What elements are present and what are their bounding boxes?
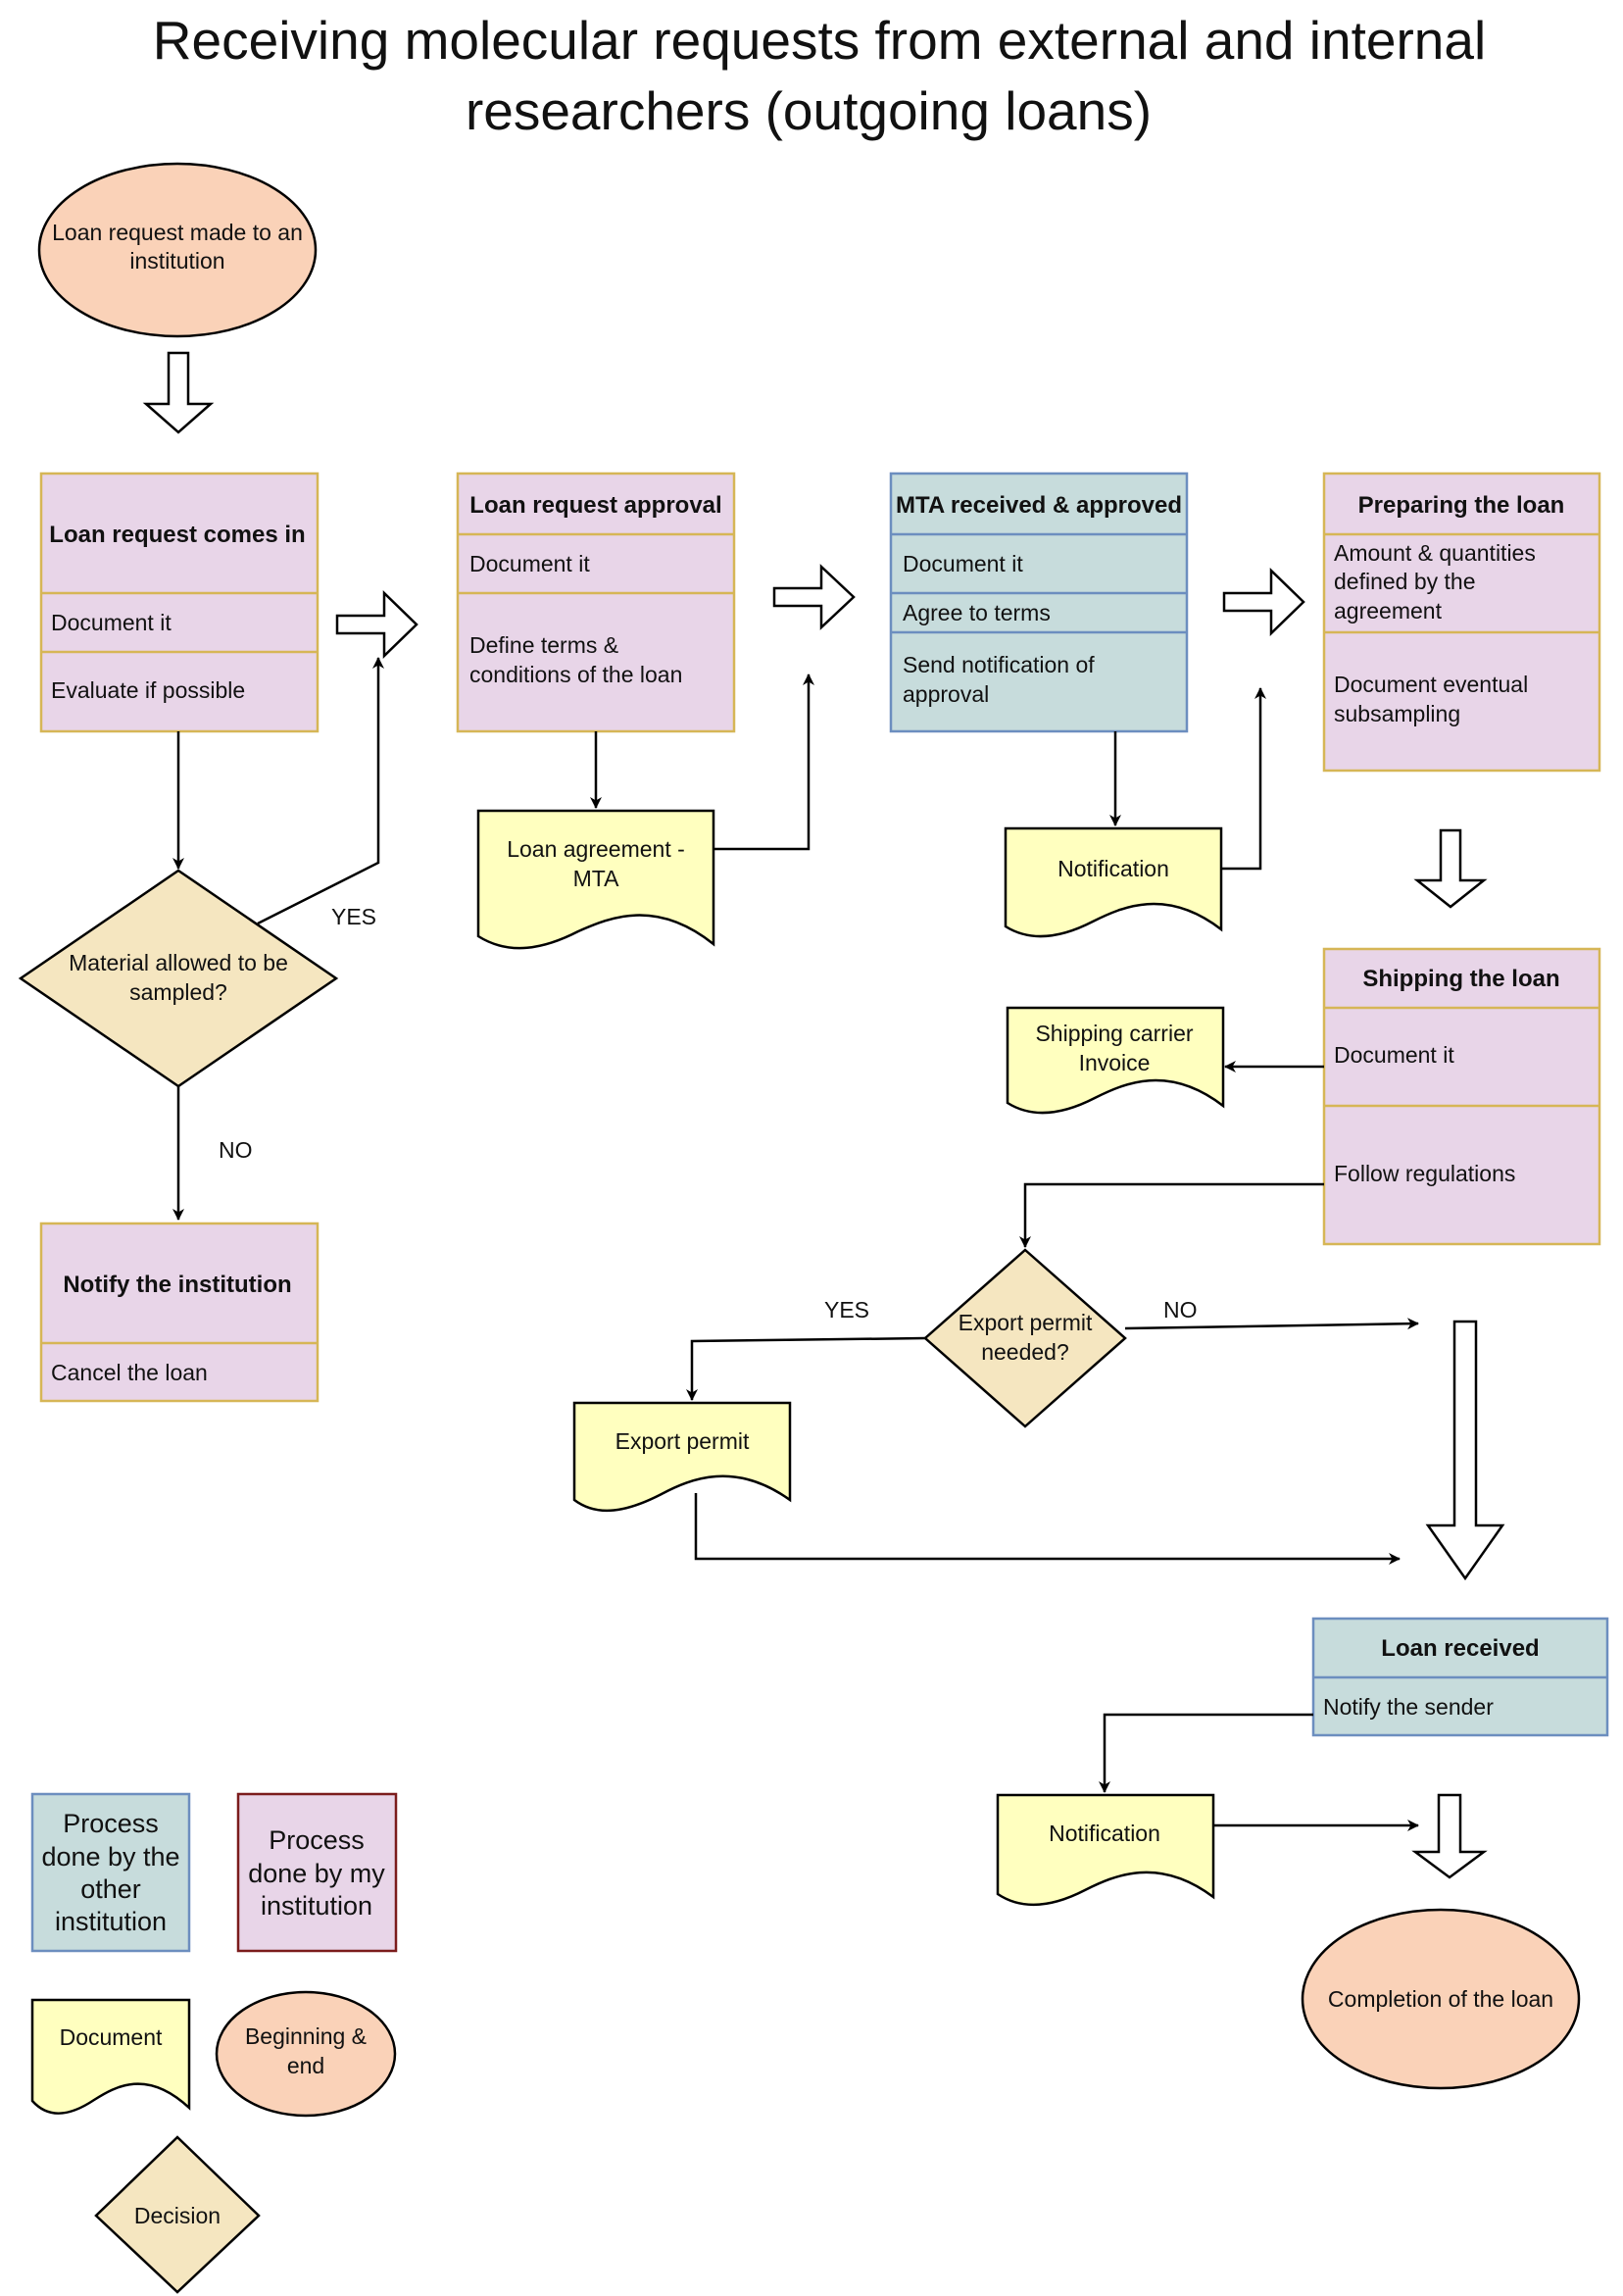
preparing-header: Preparing the loan <box>1358 492 1565 519</box>
legend-decision: Decision <box>94 2135 261 2294</box>
connector-received-to-notification <box>1099 1713 1313 1793</box>
hollow-arrow-right-1 <box>335 590 418 659</box>
decision-material-line2: sampled? <box>129 979 227 1005</box>
loan-request-comes-in: Loan request comes in Document it Evalua… <box>39 472 320 733</box>
legend-mine-line3: institution <box>261 1891 372 1921</box>
document-export-permit: Export permit <box>572 1401 792 1513</box>
legend-my-institution: Process done by my institution <box>236 1792 398 1953</box>
start-text-line2: institution <box>129 248 224 274</box>
decision-material-yes-label: YES <box>331 904 376 929</box>
mta-row1: Document it <box>903 551 1023 576</box>
diagram-title-line2: researchers (outgoing loans) <box>466 80 1152 141</box>
connector-export-no <box>1124 1318 1419 1330</box>
doc-shipping-line2: Invoice <box>1079 1050 1151 1075</box>
decision-material-no-label: NO <box>219 1137 253 1163</box>
legend-decision-text: Decision <box>134 2203 221 2228</box>
preparing-row1-line2: defined by the <box>1334 569 1476 594</box>
document-notification-1: Notification <box>1004 826 1223 938</box>
document-notification-2: Notification <box>996 1793 1215 1906</box>
loan-received: Loan received Notify the sender <box>1311 1617 1609 1737</box>
doc-export-text: Export permit <box>615 1428 750 1454</box>
start-node: Loan request made to an institution <box>37 162 318 338</box>
legend-document-text: Document <box>60 2024 163 2050</box>
loan-request-approval: Loan request approval Document it Define… <box>456 472 736 733</box>
shipping-row1: Document it <box>1334 1042 1454 1068</box>
legend-begin-end-line2: end <box>287 2053 324 2078</box>
legend: Process done by the other institution Pr… <box>30 1792 398 2294</box>
mta-header: MTA received & approved <box>896 492 1182 519</box>
start-text-line1: Loan request made to an <box>52 220 303 245</box>
mta-row3-line1: Send notification of <box>903 652 1095 677</box>
legend-other-line4: institution <box>55 1907 167 1936</box>
end-node: Completion of the loan <box>1301 1908 1581 2090</box>
notify-institution: Notify the institution Cancel the loan <box>39 1222 320 1403</box>
notify-institution-row1: Cancel the loan <box>51 1360 208 1385</box>
legend-begin-end-line1: Beginning & <box>245 2023 367 2049</box>
decision-export-line2: needed? <box>981 1339 1069 1365</box>
legend-document: Document <box>30 1998 191 2115</box>
approval-row2-line2: conditions of the loan <box>469 662 682 687</box>
legend-mine-line1: Process <box>269 1825 365 1855</box>
doc-agreement-line2: MTA <box>573 866 620 891</box>
loan-request-comes-in-row2: Evaluate if possible <box>51 677 245 703</box>
decision-export-line1: Export permit <box>959 1310 1093 1335</box>
decision-material-allowed: Material allowed to be sampled? <box>18 869 339 1088</box>
connector-notification-up <box>1221 687 1266 871</box>
mta-received-approved: MTA received & approved Document it Agre… <box>889 472 1189 733</box>
connector-shipping-to-export-decision <box>1019 1182 1324 1248</box>
hollow-arrow-down-1 <box>142 351 215 434</box>
shipping-row2: Follow regulations <box>1334 1161 1515 1186</box>
preparing-row2-line2: subsampling <box>1334 701 1460 726</box>
legend-mine-line2: done by my <box>248 1859 385 1888</box>
decision-material-line1: Material allowed to be <box>69 950 288 975</box>
legend-begin-end: Beginning & end <box>215 1990 397 2118</box>
connector-decision-yes <box>257 657 384 925</box>
received-header: Loan received <box>1381 1635 1539 1662</box>
preparing-row1-line1: Amount & quantities <box>1334 540 1536 566</box>
preparing-the-loan: Preparing the loan Amount & quantities d… <box>1322 472 1601 773</box>
hollow-arrow-right-3 <box>1222 568 1305 636</box>
preparing-row2-line1: Document eventual <box>1334 672 1528 697</box>
preparing-row1-line3: agreement <box>1334 598 1443 624</box>
approval-header: Loan request approval <box>469 492 721 519</box>
decision-export-permit: Export permit needed? <box>923 1248 1127 1428</box>
doc-notification2-text: Notification <box>1049 1821 1160 1846</box>
mta-row3-line2: approval <box>903 681 989 707</box>
shipping-the-loan: Shipping the loan Document it Follow reg… <box>1322 947 1601 1246</box>
diagram-title-line1: Receiving molecular requests from extern… <box>153 10 1486 71</box>
received-row1: Notify the sender <box>1323 1694 1494 1720</box>
decision-export-yes-label: YES <box>824 1297 869 1323</box>
connector-export-permit-to-merge <box>694 1493 1401 1565</box>
loan-request-comes-in-row1: Document it <box>51 610 172 635</box>
doc-shipping-line1: Shipping carrier <box>1035 1021 1193 1046</box>
document-shipping-invoice: Shipping carrier Invoice <box>1006 1006 1225 1115</box>
shipping-header: Shipping the loan <box>1362 966 1559 992</box>
hollow-arrow-down-3 <box>1411 1793 1488 1879</box>
hollow-arrow-right-2 <box>772 564 856 630</box>
doc-notification1-text: Notification <box>1057 856 1169 881</box>
legend-other-institution: Process done by the other institution <box>30 1792 191 1953</box>
connector-agreement-up <box>713 674 814 851</box>
hollow-arrow-down-big <box>1425 1320 1505 1581</box>
mta-row2: Agree to terms <box>903 600 1051 625</box>
doc-agreement-line1: Loan agreement - <box>507 836 685 862</box>
legend-other-line1: Process <box>63 1809 159 1838</box>
connector-export-yes <box>686 1336 926 1401</box>
notify-institution-header: Notify the institution <box>63 1272 291 1298</box>
approval-row2-line1: Define terms & <box>469 632 618 658</box>
legend-other-line3: other <box>80 1874 141 1904</box>
legend-other-line2: done by the <box>41 1842 179 1872</box>
approval-row1: Document it <box>469 551 590 576</box>
document-loan-agreement: Loan agreement - MTA <box>476 809 715 950</box>
loan-request-comes-in-header: Loan request comes in <box>49 522 305 548</box>
hollow-arrow-down-2 <box>1413 828 1488 909</box>
end-text: Completion of the loan <box>1328 1986 1553 2012</box>
decision-export-no-label: NO <box>1163 1297 1198 1323</box>
